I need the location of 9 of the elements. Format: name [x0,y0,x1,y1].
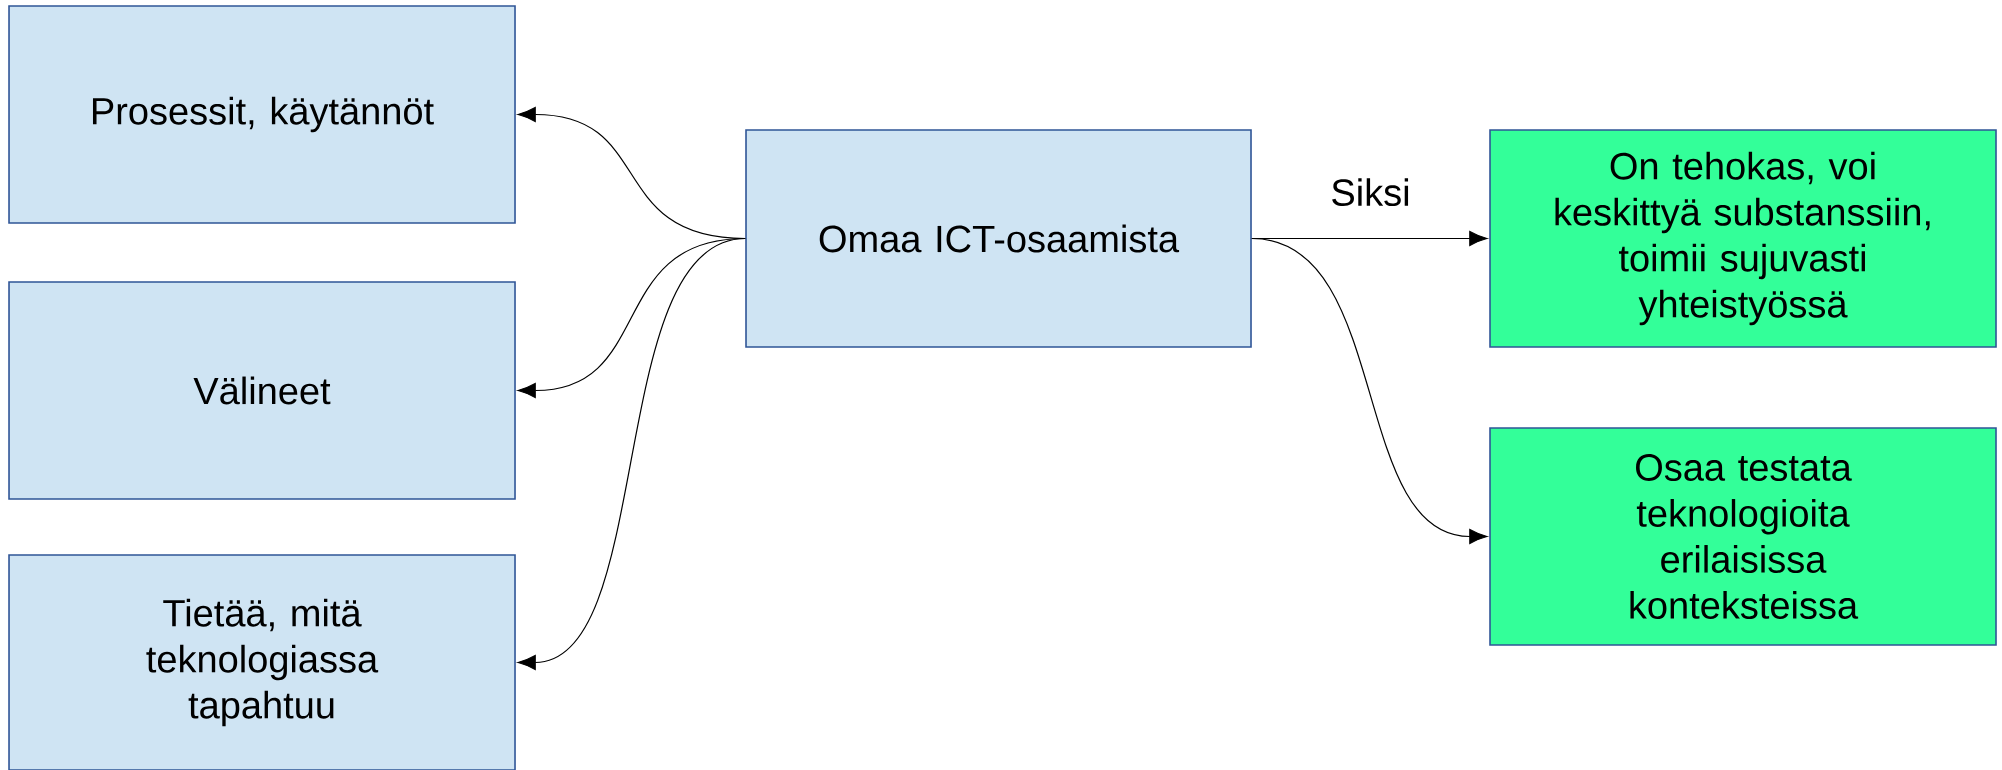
arrow [517,237,746,670]
arrow [1251,237,1488,544]
process-box: On tehokas, voi keskittyä substanssiin, toimii sujuvasti yhteistyössä [1489,129,1997,348]
process-box: Osaa testata teknologioita erilaisissa konteksteissa [1489,427,1997,646]
edge-label: Siksi [1332,178,1409,207]
process-box: Välineet [8,281,516,500]
process-box: Prosessit, käytännöt [8,5,516,224]
process-box: Tietää, mitä teknologiassa tapahtuu [8,554,516,770]
process-box: Omaa ICT-osaamista [745,129,1252,348]
